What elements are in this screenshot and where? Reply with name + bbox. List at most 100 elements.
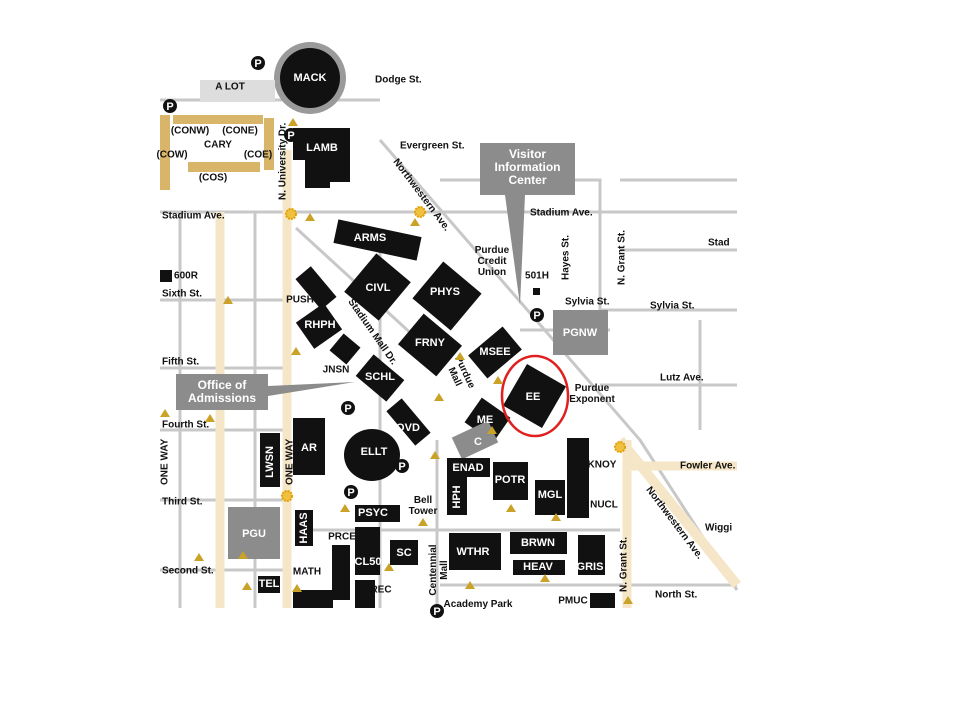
building-cl50 <box>355 527 380 575</box>
building-cow-label: (COW) <box>156 150 187 161</box>
entrance-marker-icon <box>194 553 204 561</box>
landmark-label: PurdueMall <box>443 354 478 395</box>
building-tel <box>258 576 280 593</box>
entrance-marker-icon <box>305 213 315 221</box>
building-lamb <box>293 128 350 188</box>
building-mgl-label: MGL <box>538 489 563 501</box>
parking-icon <box>344 485 358 499</box>
callout-box <box>176 374 268 410</box>
street-label: Stadium Ave. <box>162 211 225 222</box>
entrance-marker-icon <box>223 296 233 304</box>
landmark-label-line: Credit <box>478 256 508 267</box>
building-enad <box>447 458 490 477</box>
building-me-label: ME <box>477 414 494 426</box>
parking-icon <box>284 128 298 142</box>
building-jnsn-label: JNSN <box>323 365 350 376</box>
landmark-label-line: Purdue <box>575 383 610 394</box>
traffic-signal-icon <box>614 441 626 453</box>
callout-pointer <box>268 382 355 396</box>
callout-text: Office of <box>198 378 248 392</box>
building-psyc-label: PSYC <box>358 507 388 519</box>
parking-icon <box>163 99 177 113</box>
parking-icon-glyph: P <box>254 58 261 70</box>
building-rec <box>355 580 375 608</box>
callout-text: Visitor <box>509 147 546 161</box>
building-haas <box>295 510 313 546</box>
street-label: ONE WAY <box>160 438 171 485</box>
street-label: Fourth St. <box>162 420 209 431</box>
building-wthr-label: WTHR <box>457 546 490 558</box>
building-prce-label: PRCE <box>328 532 356 543</box>
building-math-label: MATH <box>293 567 321 578</box>
building-a-lot <box>200 80 275 102</box>
building-rhph-label: RHPH <box>304 319 335 331</box>
landmark-label-line: Union <box>478 267 506 278</box>
street-label: Fifth St. <box>162 357 199 368</box>
entrance-marker-icon <box>410 218 420 226</box>
callout-text: Information <box>495 160 561 174</box>
street-label: N. Grant St. <box>617 230 628 285</box>
building-lamb-label: LAMB <box>306 142 338 154</box>
building-conw-label: (CONW) <box>171 126 209 137</box>
landmark-label-line: Exponent <box>569 394 615 405</box>
building-heav-label: HEAV <box>523 561 553 573</box>
entrance-marker-icon <box>288 118 298 126</box>
building-push-label: PUSH <box>286 295 314 306</box>
parking-icon-glyph: P <box>344 403 351 415</box>
entrance-marker-icon <box>160 409 170 417</box>
building-ee <box>503 363 566 429</box>
buildings-layer <box>160 42 615 608</box>
building-psyc <box>355 505 400 522</box>
building-ellt <box>344 429 400 481</box>
building-conw <box>173 115 218 124</box>
parking-icon-glyph: P <box>398 461 405 473</box>
landmark-label-line: Tower <box>409 506 438 517</box>
parking-icon-glyph: P <box>433 606 440 618</box>
entrance-marker-icon <box>291 347 301 355</box>
landmark-label-line: Bell <box>414 495 433 506</box>
entrance-marker-icon <box>487 426 497 434</box>
building-pgu-label: PGU <box>242 528 266 540</box>
building-phys-label: PHYS <box>430 286 460 298</box>
landmark-label-line: Centennial <box>428 544 439 595</box>
building-ar-label: AR <box>301 442 317 454</box>
entrance-marker-icon <box>384 563 394 571</box>
entrance-marker-icon <box>292 584 302 592</box>
building-ee-label: EE <box>526 391 541 403</box>
street-label: Dodge St. <box>375 75 422 86</box>
building-nucl-label: NUCL <box>590 500 618 511</box>
building-knoy-label: KNOY <box>588 460 617 471</box>
landmark-label-line: Mall <box>439 560 450 580</box>
entrance-marker-icon <box>242 582 252 590</box>
landmark-label: CentennialMall <box>428 544 450 595</box>
street-label: Hayes St. <box>561 235 572 280</box>
entrance-marker-icon <box>205 414 215 422</box>
parking-icon <box>530 308 544 322</box>
building-501h <box>533 288 540 295</box>
entrance-marker-icon <box>430 451 440 459</box>
building-schl <box>355 354 405 402</box>
building-a-lot-label: A LOT <box>215 82 245 93</box>
street-label: Second St. <box>162 566 214 577</box>
entrance-marker-icon <box>340 504 350 512</box>
building-me <box>464 397 511 443</box>
building-lwsn <box>260 433 280 487</box>
street-label: Sylvia St. <box>650 301 695 312</box>
building-brwn <box>510 532 567 554</box>
building-heav <box>513 560 565 575</box>
parking-icon-glyph: P <box>533 310 540 322</box>
street-label: Sylvia St. <box>565 297 610 308</box>
building-rhph <box>295 303 343 349</box>
building-600r-label: 600R <box>174 271 199 282</box>
landmark-label-line: Academy Park <box>444 599 513 610</box>
building-schl-label: SCHL <box>365 371 395 383</box>
building-coe-label: (COE) <box>244 150 272 161</box>
building-brwn-label: BRWN <box>521 537 555 549</box>
building-potr <box>493 462 528 500</box>
